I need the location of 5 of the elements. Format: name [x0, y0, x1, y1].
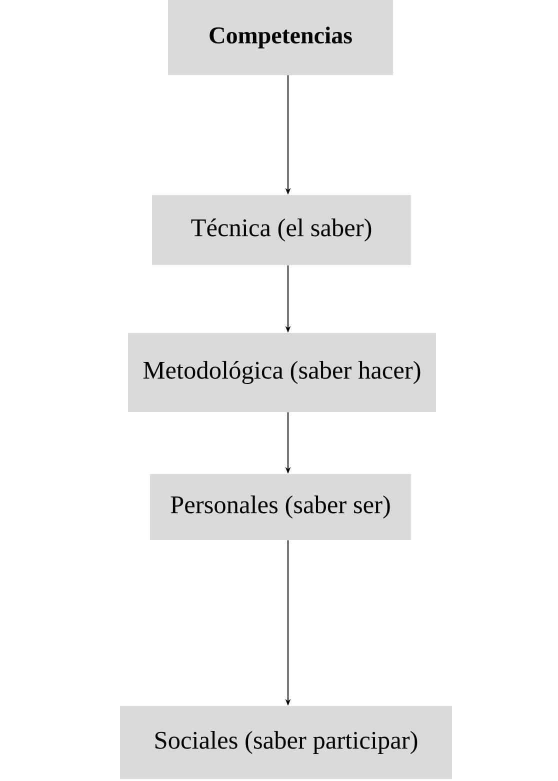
process-box: Metodológica (saber hacer)	[128, 333, 436, 412]
heading-box: Competencias	[168, 0, 393, 75]
process-box: Personales (saber ser)	[150, 474, 411, 540]
process-box: Técnica (el saber)	[152, 195, 411, 265]
process-box: Sociales (saber participar)	[120, 706, 452, 779]
